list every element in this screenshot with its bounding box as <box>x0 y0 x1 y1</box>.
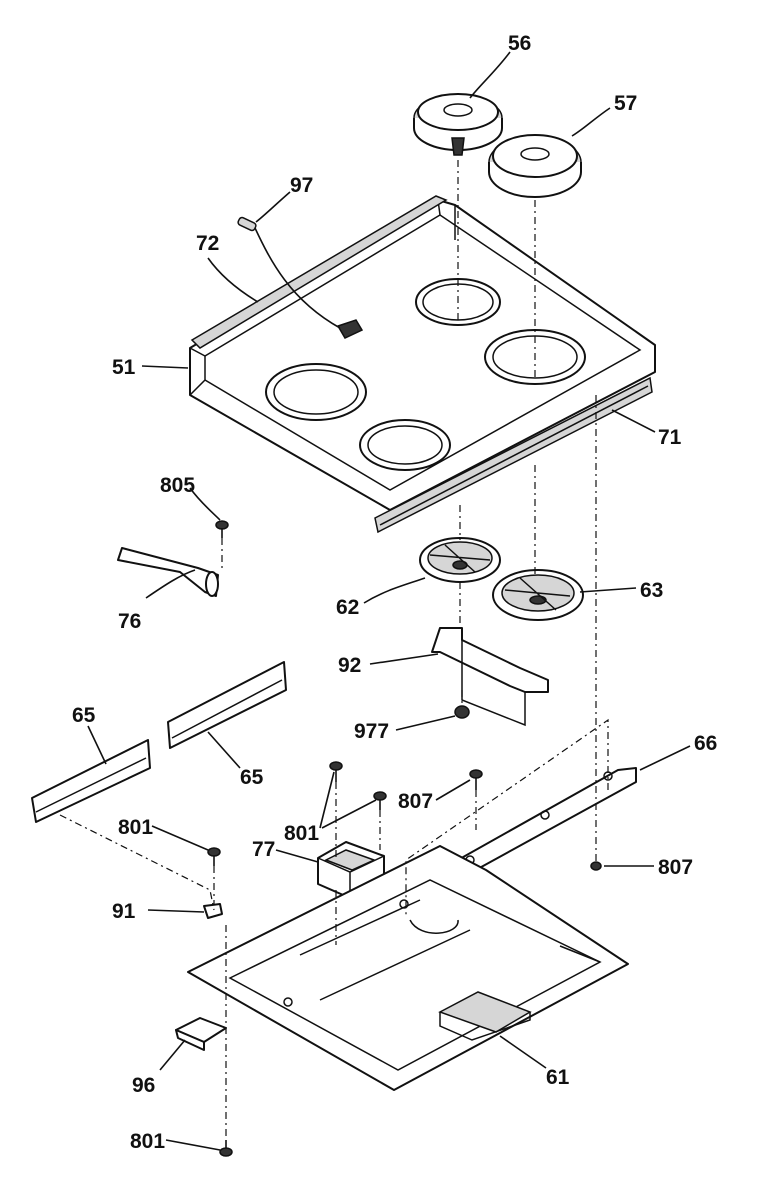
callout-71: 71 <box>658 426 682 449</box>
callout-72: 72 <box>196 232 219 255</box>
mounting-bracket-96 <box>175 1017 227 1051</box>
screw-801-mid <box>373 791 387 810</box>
wire-clip <box>336 319 364 339</box>
burner-cap-small <box>413 93 503 156</box>
callout-77: 77 <box>252 838 275 861</box>
assembly-center-lines <box>59 160 609 1140</box>
callout-57: 57 <box>614 92 637 115</box>
callout-labels: 56 57 97 72 51 71 805 76 62 63 92 977 65… <box>72 32 717 1153</box>
screw-801-bottom <box>219 1140 233 1157</box>
trim-strip-rear <box>190 195 448 349</box>
callout-96: 96 <box>132 1074 155 1097</box>
venturi-tube <box>117 547 219 597</box>
callout-807-right: 807 <box>658 856 693 879</box>
screw-807-right <box>590 861 602 871</box>
callout-66: 66 <box>694 732 717 755</box>
callout-977: 977 <box>354 720 389 743</box>
burner-opening-front-right <box>359 419 451 471</box>
callout-65-right: 65 <box>240 766 264 789</box>
callout-91: 91 <box>112 900 136 923</box>
callout-807-upper: 807 <box>398 790 433 813</box>
callout-801-left: 801 <box>118 816 153 839</box>
callout-51: 51 <box>112 356 136 379</box>
wire-connector <box>237 216 257 232</box>
ignitor-wire <box>254 227 341 329</box>
callout-leader-lines <box>87 51 691 1151</box>
callout-97: 97 <box>290 174 313 197</box>
callout-65-left: 65 <box>72 704 96 727</box>
grommet <box>454 705 470 719</box>
callout-805: 805 <box>160 474 195 497</box>
clip-91 <box>203 903 223 919</box>
side-bracket-right <box>167 661 287 749</box>
callout-801-bottom: 801 <box>130 1130 165 1153</box>
callout-62: 62 <box>336 596 359 619</box>
callout-76: 76 <box>118 610 141 633</box>
callout-801-middle: 801 <box>284 822 319 845</box>
screw-801-upper <box>329 761 343 782</box>
callout-61: 61 <box>546 1066 570 1089</box>
screw-805 <box>215 520 229 538</box>
cooktop-main-top <box>189 199 656 511</box>
screw-807-upper <box>469 769 483 790</box>
side-bracket-left <box>31 739 151 823</box>
screw-801-left <box>207 847 221 866</box>
callout-56: 56 <box>508 32 531 55</box>
burner-base-pan <box>187 845 629 1091</box>
burner-base-62 <box>419 537 501 583</box>
trim-strip-front <box>374 376 653 534</box>
callout-63: 63 <box>640 579 663 602</box>
burner-base-63 <box>492 569 584 621</box>
burner-bracket <box>431 627 549 727</box>
burner-opening-front-left <box>265 363 367 421</box>
burner-cap-large <box>488 134 582 198</box>
callout-92: 92 <box>338 654 361 677</box>
